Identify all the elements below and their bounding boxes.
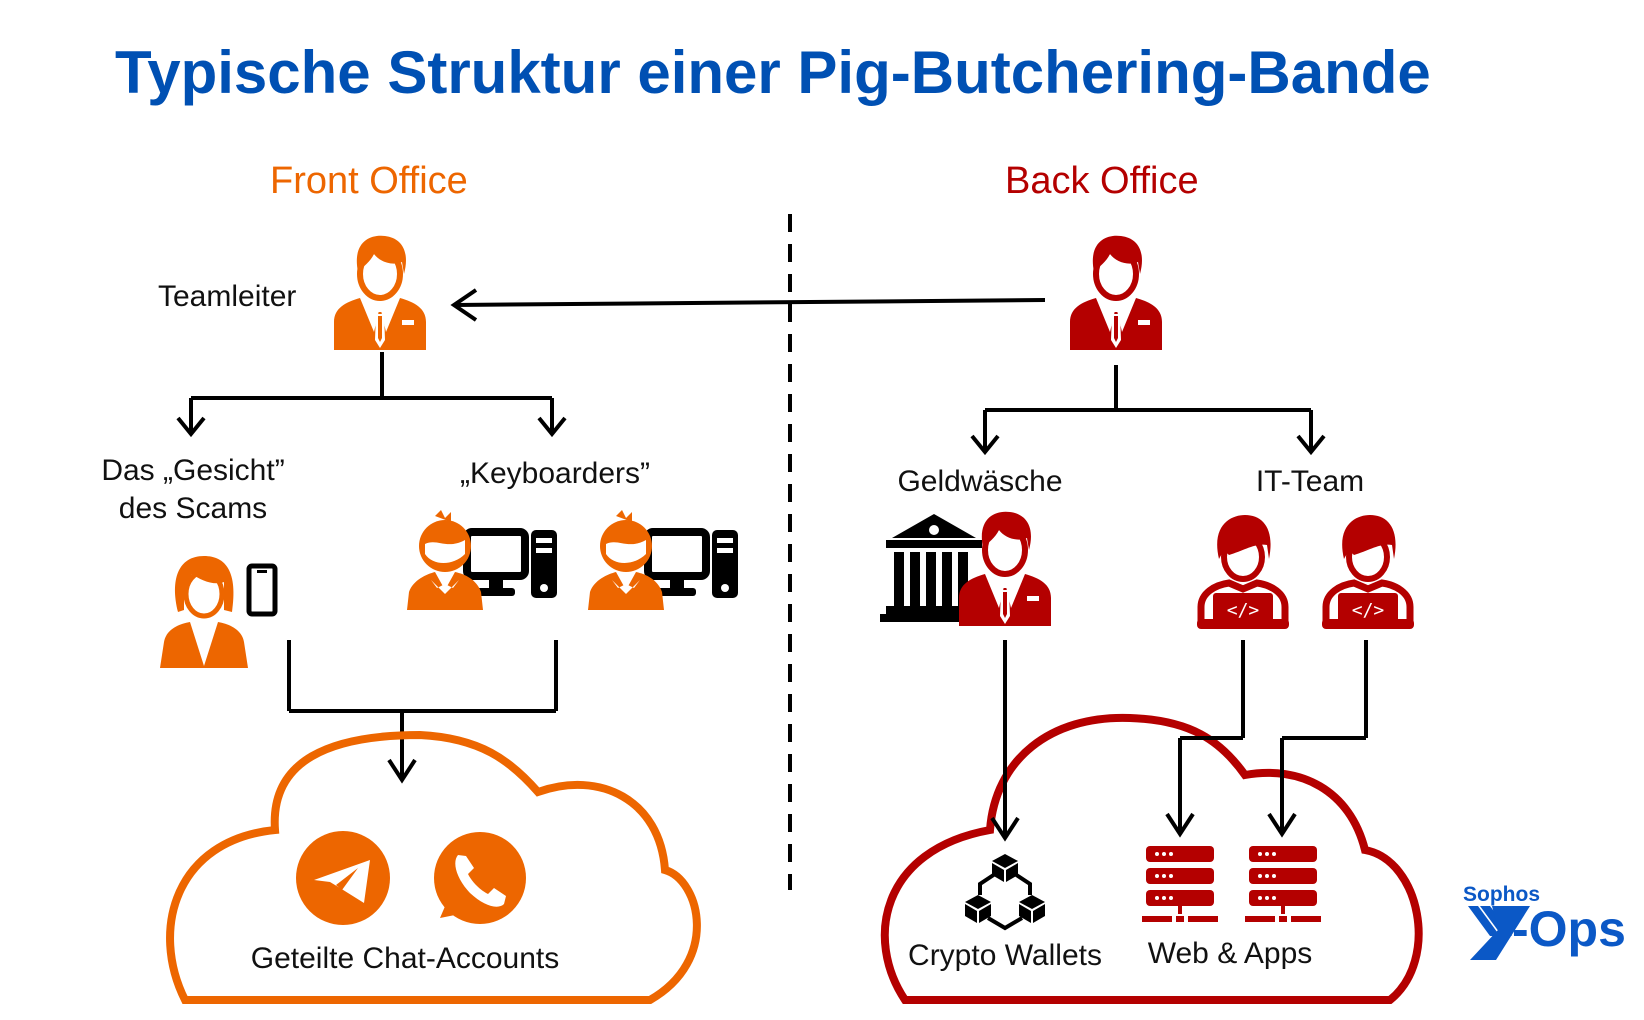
xops-logo-mark xyxy=(1468,906,1530,960)
keyboarder-2-icon xyxy=(588,510,738,610)
front-cloud-shape xyxy=(166,730,701,1004)
server-1-icon xyxy=(1142,846,1218,922)
boss-branch-lines xyxy=(970,365,1326,456)
logo-ops-text: -Ops xyxy=(1512,901,1626,957)
back-to-cloud-lines xyxy=(990,640,1368,842)
team-leader-icon xyxy=(334,236,426,350)
face-label-line2: des Scams xyxy=(118,492,268,525)
developer-1-icon xyxy=(1197,515,1289,629)
keyboarders-label: „Keyboarders” xyxy=(459,457,651,490)
front-cloud-label: Geteilte Chat-Accounts xyxy=(250,942,560,975)
it-team-label: IT-Team xyxy=(1255,465,1365,498)
logo-sophos-text: Sophos xyxy=(1463,883,1540,906)
blockchain-icon xyxy=(965,854,1045,931)
server-2-icon xyxy=(1245,846,1321,922)
boss-to-teamleader-arrow xyxy=(450,288,1046,322)
front-to-cloud-lines xyxy=(287,640,558,784)
face-label: Das „Gesicht” des Scams xyxy=(88,452,298,528)
bank-icon xyxy=(880,514,988,622)
crypto-wallets-label: Crypto Wallets xyxy=(908,939,1102,972)
web-apps-label: Web & Apps xyxy=(1147,937,1313,970)
whatsapp-icon xyxy=(434,832,526,924)
laundering-label: Geldwäsche xyxy=(897,465,1063,498)
page-title: Typische Struktur einer Pig-Butchering-B… xyxy=(115,39,1431,106)
front-office-heading: Front Office xyxy=(270,160,468,202)
developer-2-icon xyxy=(1322,515,1414,629)
logo-xops-text: -Ops xyxy=(1512,900,1626,958)
teamleader-branch-lines xyxy=(176,352,567,438)
face-label-line1: Das „Gesicht” xyxy=(101,454,285,487)
back-office-boss-icon xyxy=(1070,236,1162,350)
team-leader-label: Teamleiter xyxy=(158,280,297,313)
back-office-heading: Back Office xyxy=(1005,160,1199,202)
woman-icon xyxy=(160,556,248,668)
telegram-icon xyxy=(296,831,390,925)
smartphone-icon xyxy=(246,563,278,617)
launderer-icon xyxy=(959,512,1051,626)
back-cloud-shape xyxy=(880,713,1423,1004)
keyboarder-1-icon xyxy=(407,510,557,610)
